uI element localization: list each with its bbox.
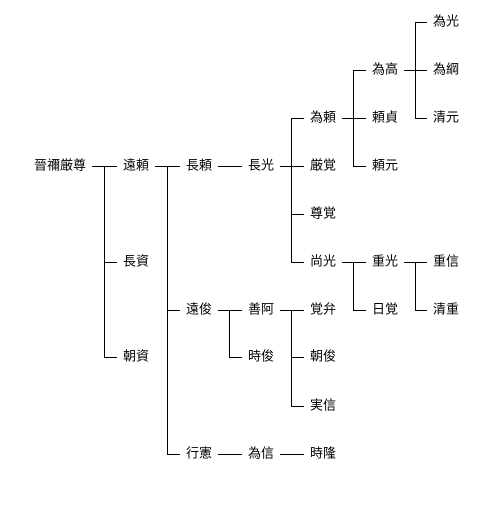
node-n0: 晉禰厳尊 (34, 158, 86, 174)
node-n22: 重光 (372, 254, 398, 270)
node-n14: 尚光 (310, 255, 336, 270)
node-n24: 為光 (433, 14, 459, 30)
node-n15: 覚弁 (310, 303, 336, 318)
node-n10: 為信 (248, 446, 274, 462)
node-n23: 日覚 (372, 303, 398, 318)
node-n18: 時隆 (310, 447, 336, 462)
node-n25: 為綱 (433, 62, 459, 78)
node-n26: 清元 (433, 111, 459, 126)
node-n20: 頼貞 (372, 111, 398, 126)
node-n9: 時俊 (248, 350, 274, 365)
node-n16: 朝俊 (310, 350, 336, 365)
node-n5: 遠俊 (186, 303, 212, 318)
node-n12: 厳覚 (310, 159, 336, 174)
node-n7: 長光 (248, 159, 274, 174)
node-n21: 頼元 (372, 159, 398, 174)
node-n4: 長頼 (186, 159, 212, 174)
node-n19: 為高 (372, 62, 398, 78)
node-n27: 重信 (433, 254, 459, 270)
connector-lines (92, 22, 427, 455)
node-n13: 尊覚 (310, 206, 336, 222)
node-n1: 遠頼 (123, 159, 149, 174)
node-n11: 為頼 (310, 110, 336, 126)
node-n17: 実信 (310, 398, 336, 414)
node-n3: 朝資 (123, 350, 149, 365)
node-n28: 清重 (433, 302, 459, 318)
node-n8: 善阿 (248, 302, 274, 318)
node-n6: 行憲 (186, 446, 212, 462)
node-n2: 長資 (123, 255, 149, 270)
